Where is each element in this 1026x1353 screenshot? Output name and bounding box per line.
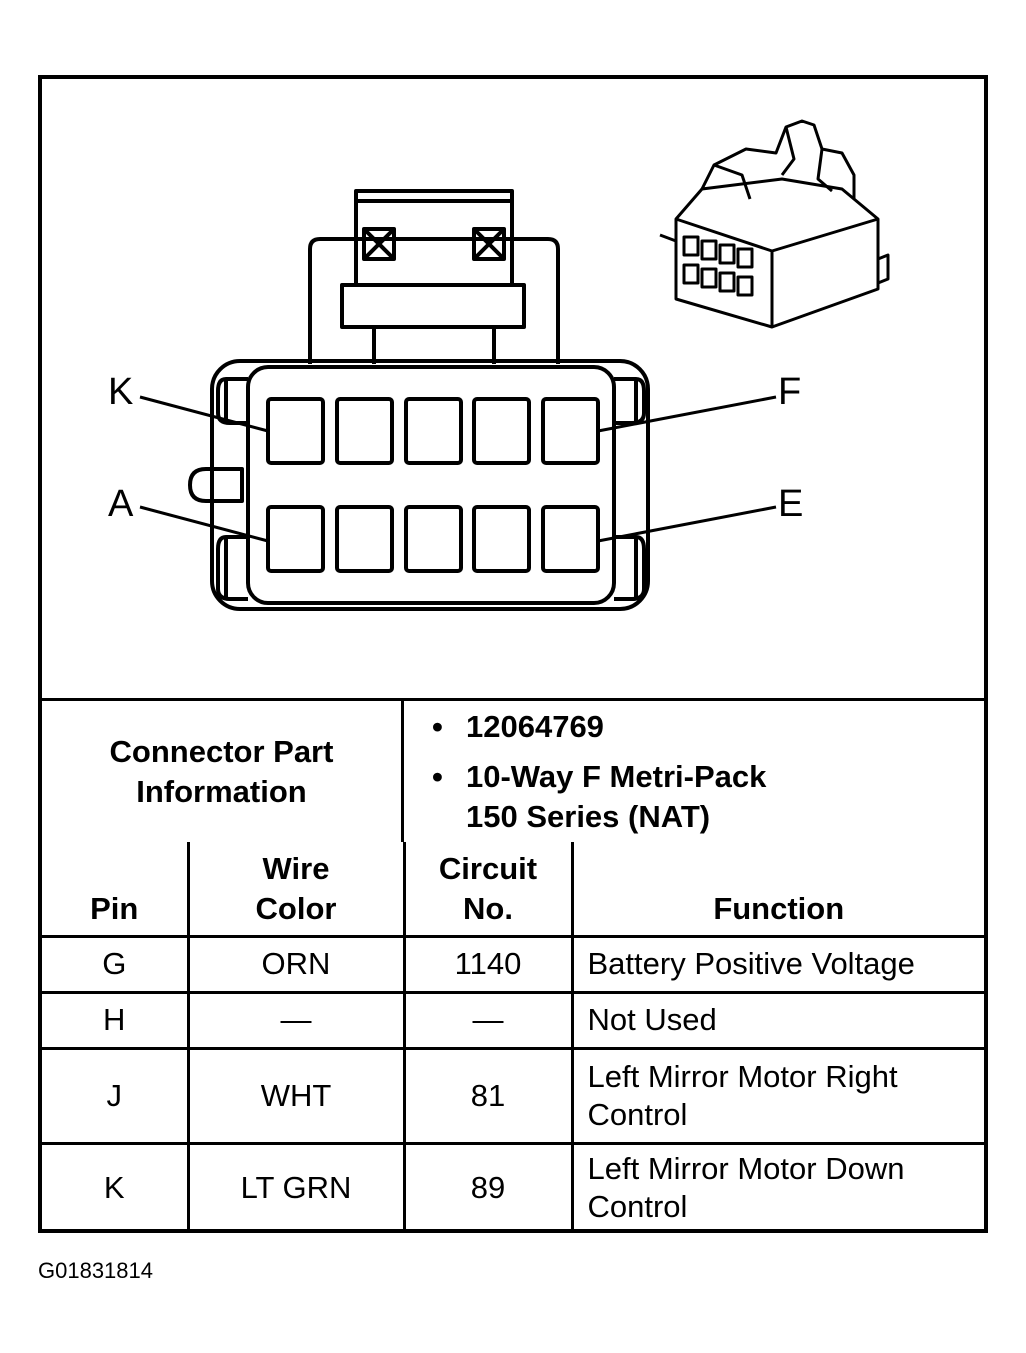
- table-row: K LT GRN 89 Left Mirror Motor Down Contr…: [42, 1141, 984, 1231]
- pin-table: Pin Wire Color Circuit No. Function G OR…: [42, 842, 984, 1231]
- table-row: G ORN 1140 Battery Positive Voltage: [42, 934, 984, 994]
- leader-lines: [139, 395, 777, 543]
- part-number: 12064769: [466, 709, 604, 744]
- connector-diagram: [139, 119, 890, 611]
- cell-function: Left Mirror Motor Down Control: [570, 1141, 984, 1231]
- header-function: Function: [570, 842, 984, 938]
- cavity-K: [266, 397, 325, 465]
- cell-circuit: 1140: [402, 934, 574, 994]
- bullet-icon: •: [432, 709, 443, 744]
- part-description-line1: 10-Way F Metri-Pack: [466, 759, 767, 794]
- connector-latch: [308, 189, 560, 364]
- cavity-A: [266, 505, 325, 573]
- cell-function: Left Mirror Motor Right Control: [570, 1046, 984, 1145]
- cell-pin: J: [42, 1046, 190, 1145]
- pin-label-k: K: [108, 371, 134, 413]
- table-row: H — — Not Used: [42, 990, 984, 1050]
- header-wire-color: Wire Color: [186, 842, 406, 938]
- part-description-item: • 10-Way F Metri-Pack 150 Series (NAT): [432, 757, 767, 837]
- table-row: J WHT 81 Left Mirror Motor Right Control: [42, 1046, 984, 1145]
- cell-pin: G: [42, 934, 190, 994]
- cavity-F: [541, 397, 600, 465]
- connector-frame: K F A E Connector Part Information • 120…: [38, 75, 988, 1233]
- cell-wire-color: WHT: [186, 1046, 406, 1145]
- figure-id: G01831814: [38, 1258, 153, 1283]
- cell-wire-color: ORN: [186, 934, 406, 994]
- cell-pin: H: [42, 990, 190, 1050]
- part-info-label: Connector Part Information: [42, 701, 404, 842]
- cell-wire-color: —: [186, 990, 406, 1050]
- part-info-label-line1: Connector Part: [109, 733, 334, 769]
- cell-function: Battery Positive Voltage: [570, 934, 984, 994]
- part-number-item: • 12064769: [432, 707, 604, 747]
- part-info-label-line2: Information: [136, 773, 307, 809]
- header-circuit: Circuit No.: [402, 842, 574, 938]
- cell-wire-color: LT GRN: [186, 1141, 406, 1231]
- cavity-E: [541, 505, 600, 573]
- pin-cavities: [266, 397, 600, 573]
- cell-circuit: 81: [402, 1046, 574, 1145]
- table-header-row: Pin Wire Color Circuit No. Function: [42, 842, 984, 938]
- connector-iso-view: [659, 119, 890, 329]
- connector-body: [188, 359, 650, 611]
- pin-label-f: F: [778, 371, 802, 413]
- pin-label-a: A: [108, 483, 134, 525]
- cell-pin: K: [42, 1141, 190, 1231]
- cell-function: Not Used: [570, 990, 984, 1050]
- pin-label-e: E: [778, 483, 804, 525]
- part-info-values: • 12064769 • 10-Way F Metri-Pack 150 Ser…: [404, 701, 984, 842]
- header-pin: Pin: [42, 842, 190, 938]
- cell-circuit: 89: [402, 1141, 574, 1231]
- bullet-icon: •: [432, 759, 443, 794]
- cell-circuit: —: [402, 990, 574, 1050]
- part-info-section: Connector Part Information • 12064769 • …: [42, 698, 984, 842]
- part-description-line2: 150 Series (NAT): [466, 799, 711, 834]
